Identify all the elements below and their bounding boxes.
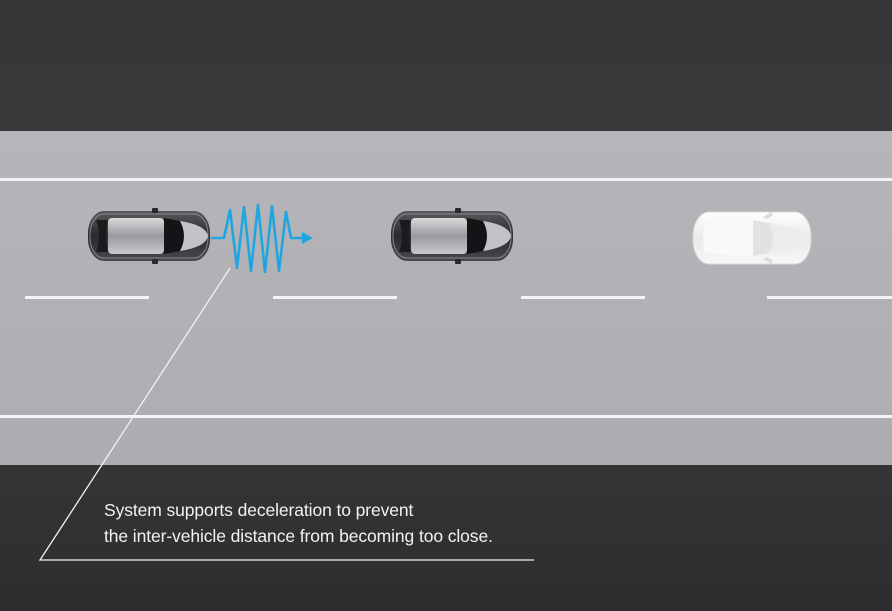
arrow-right-icon — [302, 232, 313, 244]
lane-center-dashes — [25, 296, 892, 299]
car-dark-icon — [87, 207, 211, 265]
car-white-icon — [692, 211, 812, 265]
leader-line — [38, 267, 534, 561]
caption: System supports deceleration to prevent … — [104, 497, 544, 549]
radar-wave-icon — [210, 203, 306, 274]
lane-edge-bottom — [0, 415, 892, 418]
car-dark-icon — [390, 207, 514, 265]
caption-line-1: System supports deceleration to prevent — [104, 500, 414, 520]
lane-edge-top — [0, 178, 892, 181]
caption-line-2: the inter-vehicle distance from becoming… — [104, 526, 493, 546]
